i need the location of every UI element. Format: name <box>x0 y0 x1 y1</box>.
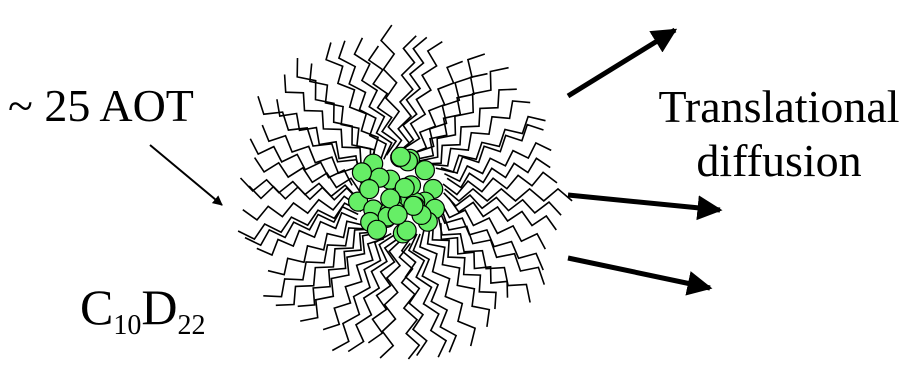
headgroup-sphere <box>368 220 387 239</box>
headgroup-sphere <box>360 180 379 199</box>
headgroup-core <box>349 147 445 243</box>
diffusion-arrow-bottom <box>568 258 710 288</box>
surfactant-tail <box>400 37 427 150</box>
solvent-d-sub: 22 <box>177 310 205 341</box>
surfactant-tail <box>417 54 485 152</box>
solvent-c-sub: 10 <box>113 310 141 341</box>
surfactant-tail <box>255 158 361 193</box>
solvent-formula-label: C10D22 <box>80 282 205 340</box>
surfactant-tail <box>310 64 375 168</box>
headgroup-sphere <box>415 161 434 180</box>
surfactant-tail <box>263 228 367 297</box>
headgroup-sphere <box>391 147 410 166</box>
surfactant-tail <box>417 74 488 160</box>
surfactant-tail <box>381 25 401 156</box>
diffusion-arrow-middle <box>568 195 720 210</box>
pointer-arrow <box>150 145 222 205</box>
solvent-d: D <box>141 279 177 335</box>
motion-label-line1: Translational <box>641 84 917 130</box>
surfactant-tail <box>238 203 361 239</box>
solvent-c: C <box>80 279 113 335</box>
headgroup-sphere <box>388 205 407 224</box>
translational-diffusion-label: Translational diffusion <box>641 84 917 184</box>
motion-label-line2: diffusion <box>641 138 917 184</box>
surfactant-tail <box>399 243 419 359</box>
surfactant-tail <box>443 172 557 194</box>
surfactant-count-label: ~ 25 AOT <box>8 83 194 129</box>
